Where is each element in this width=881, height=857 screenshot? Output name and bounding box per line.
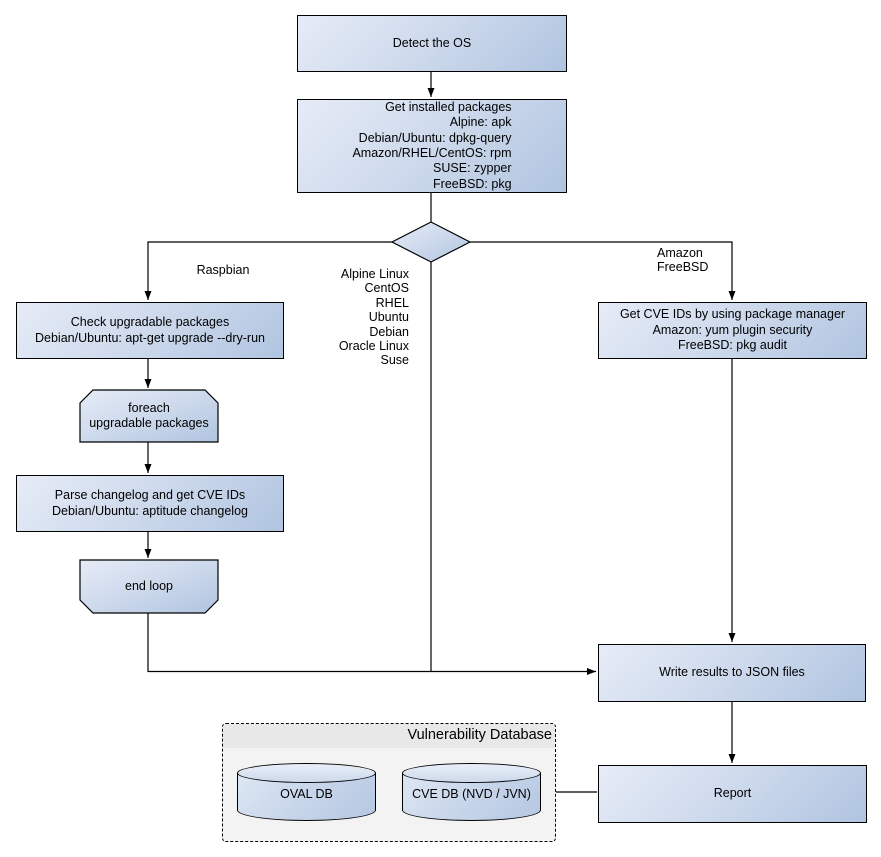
node-line: Debian/Ubuntu: apt-get upgrade --dry-run [35,330,265,345]
node-line: Amazon: yum plugin security [652,322,813,337]
node-write-results-label: Write results to JSON files [659,665,805,680]
node-line: SUSE: zypper [433,161,512,176]
node-line: FreeBSD: pkg [433,176,512,191]
oval-db-label: OVAL DB [280,787,333,801]
branch-label-line: RHEL [375,295,409,310]
os-decision-diamond [390,221,472,263]
node-line: Get CVE IDs by using package manager [619,307,846,322]
branch-label-line: Alpine Linux [340,267,409,281]
node-get-cve-ids: Get CVE IDs by using package manager Ama… [598,302,867,359]
node-get-installed-packages: Get installed packages Alpine: apk Debia… [297,99,567,193]
branch-label-line: FreeBSD [657,260,709,275]
branch-label-line: Suse [380,353,410,368]
node-parse-changelog: Parse changelog and get CVE IDs Debian/U… [16,475,284,532]
edge-endloop-to-write-results [147,613,596,675]
cve-db-cylinder-body [402,773,541,821]
vulnerability-database-title-strip [223,724,555,748]
oval-db-cylinder-top [237,763,376,783]
node-write-results: Write results to JSON files [598,644,866,702]
foreach-loop-shape [79,389,219,443]
branch-label-line: Debian [369,324,409,339]
cve-db-label: CVE DB (NVD / JVN) [412,787,531,801]
branch-label-line: Amazon [657,246,703,260]
oval-db-cylinder: OVAL DB [237,763,376,821]
node-check-upgradable: Check upgradable packages Debian/Ubuntu:… [16,302,284,359]
vulnerability-database-title: Vulnerability Database [407,727,552,743]
node-line: Get installed packages [385,99,512,114]
edge-diamond-to-get-cve [470,241,736,300]
branch-label-right-os-list: Amazon FreeBSD [657,246,708,275]
node-foreach-loop-text: foreach upgradable packages [80,390,218,442]
branch-label-line: Oracle Linux [338,339,409,354]
node-detect-os-label: Detect the OS [392,35,472,50]
cve-db-cylinder: CVE DB (NVD / JVN) [402,763,541,821]
branch-label-middle-os-list: Alpine Linux CentOS RHEL Ubuntu Debian O… [309,267,409,368]
node-line: foreach [128,400,170,415]
node-report: Report [598,765,867,823]
end-loop-shape [79,559,219,614]
branch-label-line: Ubuntu [368,310,409,325]
node-line: Amazon/RHEL/CentOS: rpm [352,146,512,160]
node-line: upgradable packages [89,416,209,430]
node-detect-os: Detect the OS [297,15,567,72]
node-line: Check upgradable packages [70,315,230,330]
node-line: Parse changelog and get CVE IDs [54,488,246,503]
cve-db-cylinder-top [402,763,541,783]
node-end-loop-text: end loop [80,560,218,613]
node-line: Debian/Ubuntu: aptitude changelog [52,503,248,518]
node-line: FreeBSD: pkg audit [677,338,788,353]
branch-label-line: CentOS [364,281,409,296]
node-report-label: Report [713,786,752,801]
node-line: Debian/Ubuntu: dpkg-query [358,130,512,145]
branch-label-raspbian: Raspbian [196,263,250,277]
node-line: end loop [125,578,173,593]
node-line: Alpine: apk [449,115,512,130]
edge-diamond-to-check-upgradable [144,241,392,300]
